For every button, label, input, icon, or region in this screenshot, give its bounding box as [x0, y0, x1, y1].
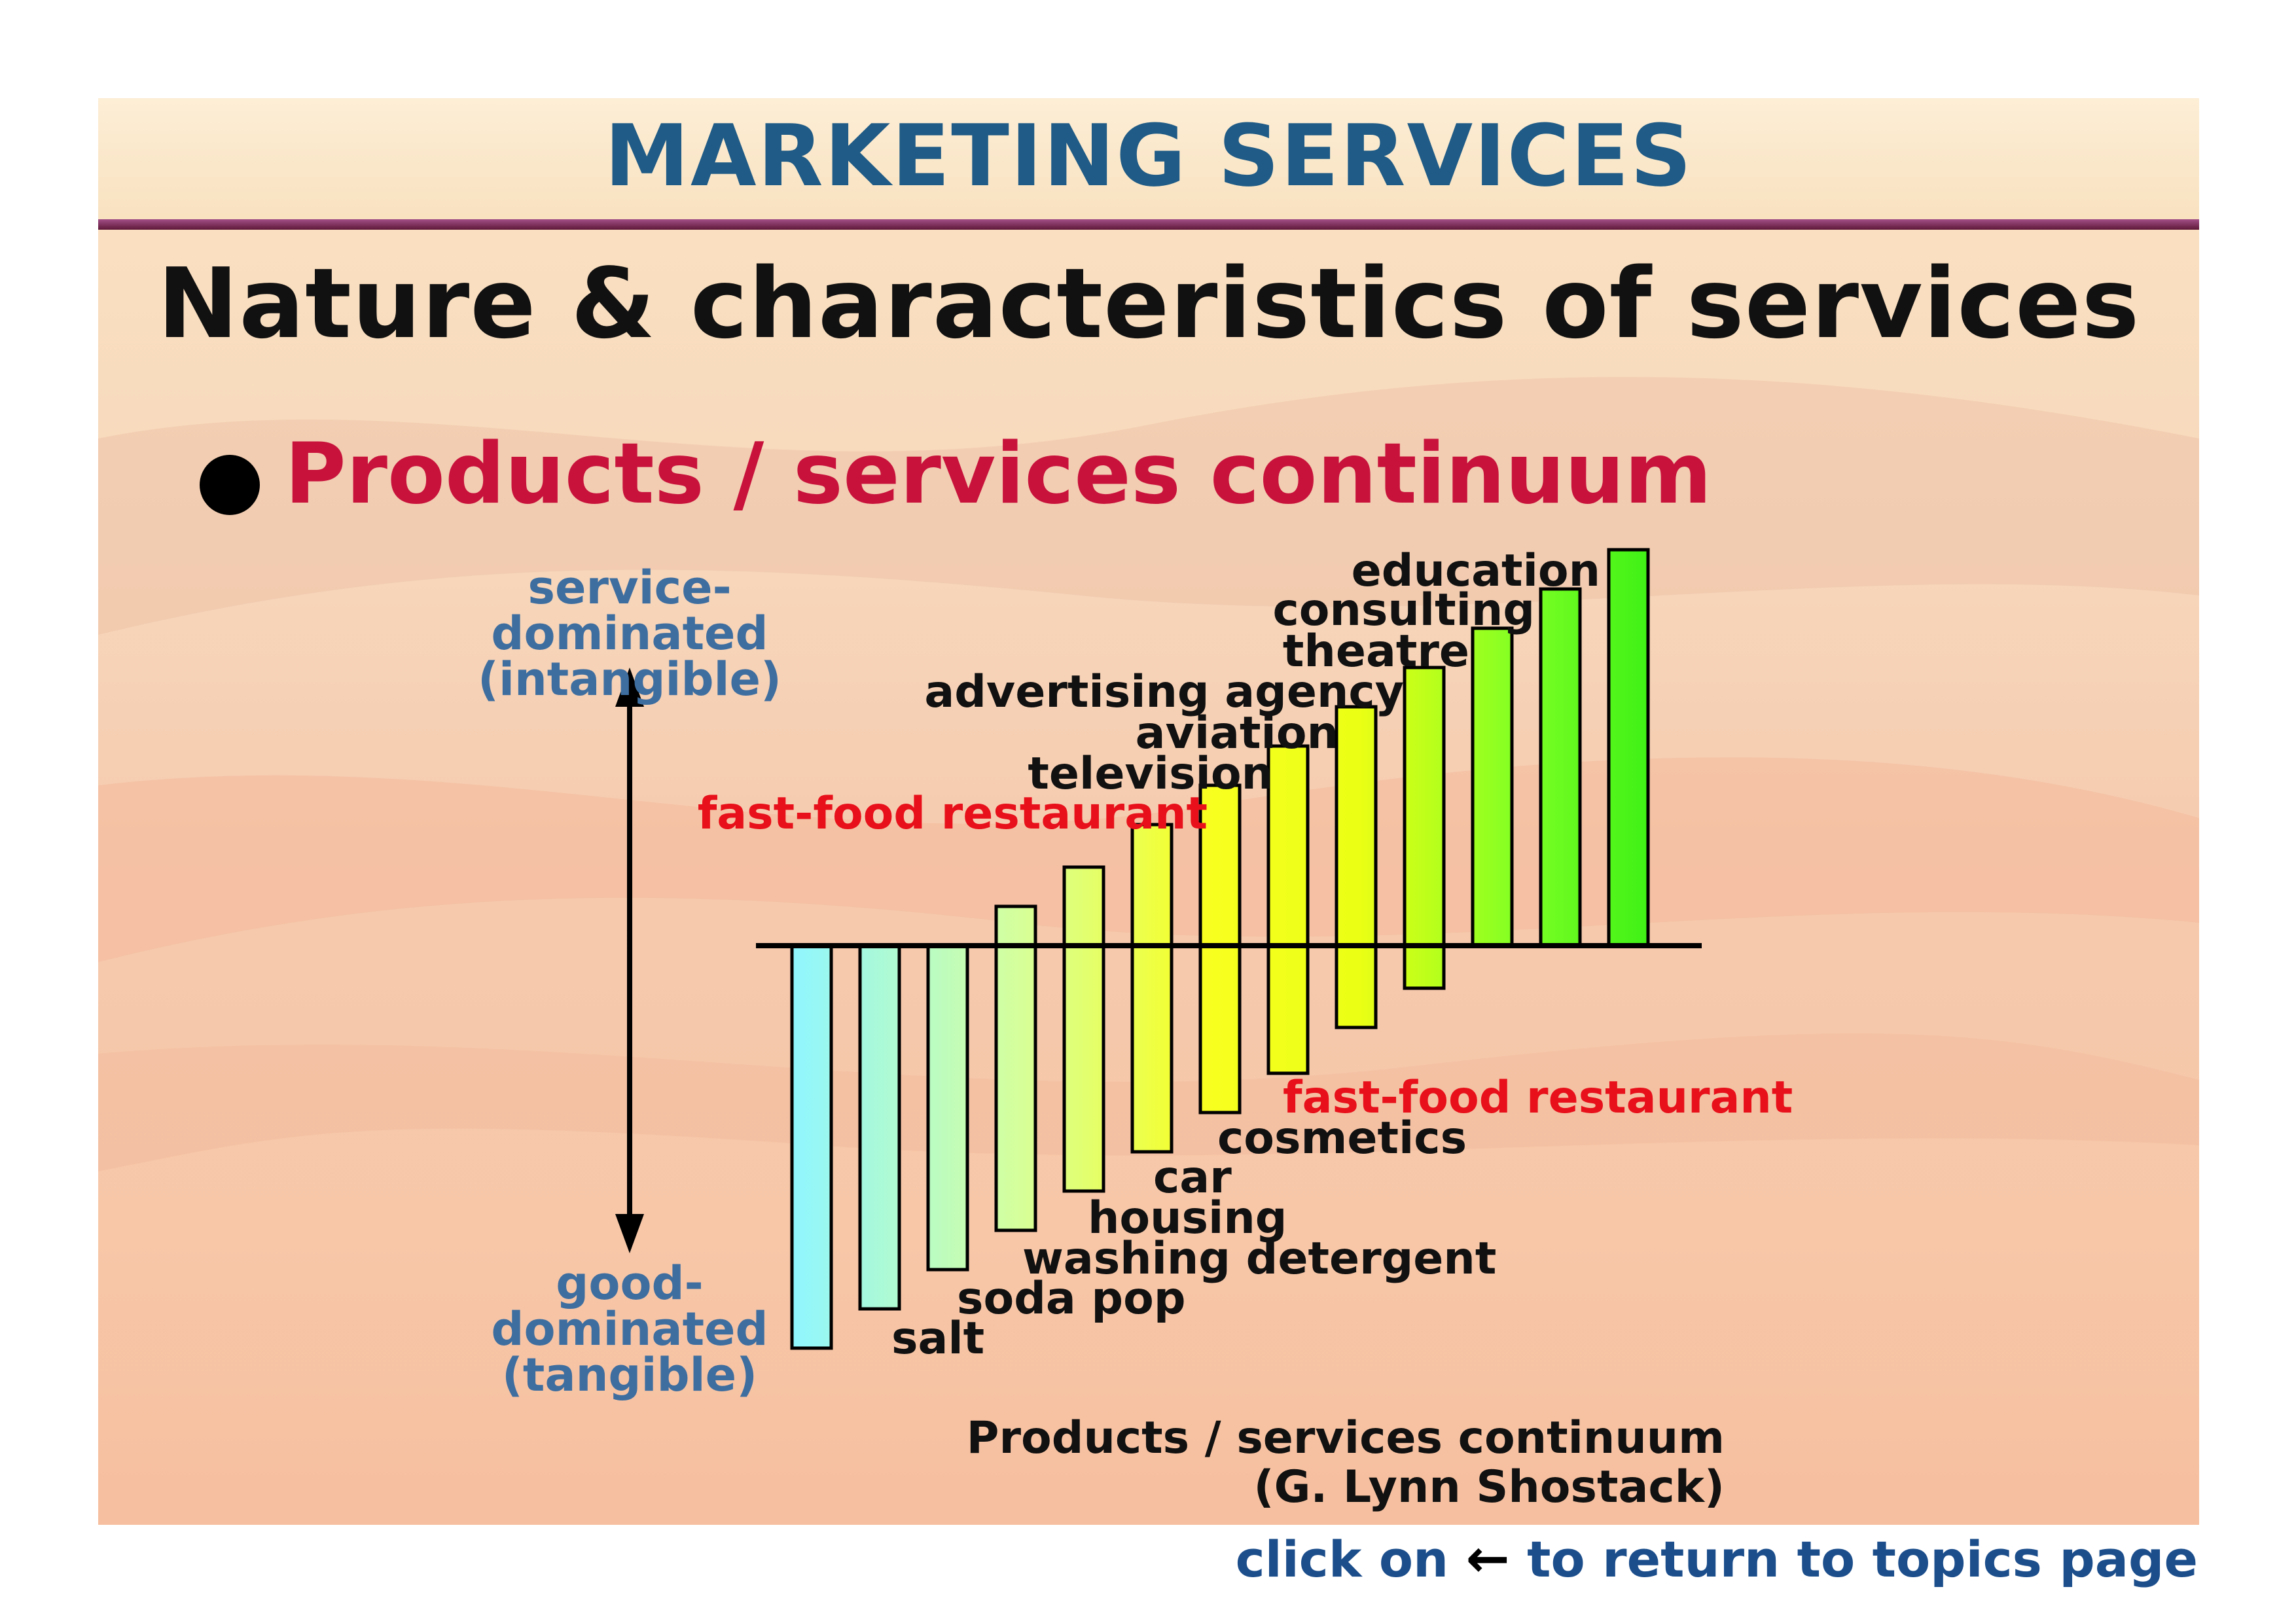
axis-top-label-1: service- [528, 561, 731, 615]
continuum-bar-8 [1266, 744, 1310, 1075]
footer-suffix: to return to topics page [1527, 1530, 2198, 1588]
continuum-bar-11 [1471, 626, 1514, 948]
label-fast-food-bottom: fast-food restaurant [1283, 1072, 1793, 1124]
label-education: education [1352, 545, 1600, 597]
label-salt: salt [891, 1313, 984, 1364]
label-car: car [1153, 1152, 1232, 1204]
continuum-bar-5 [1062, 865, 1105, 1193]
arrow-up-icon [615, 668, 644, 707]
header-rule [98, 219, 2199, 230]
continuum-bar-3 [926, 944, 969, 1272]
continuum-bars [790, 548, 1650, 1350]
label-consulting: consulting [1272, 584, 1535, 636]
back-arrow-icon[interactable]: ← [1465, 1528, 1510, 1589]
slide-subtitle: Nature & characteristics of services [157, 247, 2140, 360]
axis-bottom-label-1: good- [556, 1257, 703, 1310]
continuum-bar-12 [1539, 587, 1582, 948]
bullet-heading: Products / services continuum [285, 425, 1712, 523]
continuum-bar-10 [1403, 666, 1446, 990]
axis-bottom-label-2: dominated [491, 1302, 768, 1356]
continuum-bar-1 [790, 944, 833, 1350]
caption-line-2: (G. Lynn Shostack) [1253, 1461, 1725, 1513]
continuum-bar-4 [994, 904, 1037, 1232]
label-housing: housing [1088, 1192, 1287, 1244]
label-advertising-agency: advertising agency [924, 666, 1404, 718]
footer-prefix: click on [1235, 1530, 1449, 1588]
label-fast-food-top: fast-food restaurant [698, 788, 1208, 840]
bullet-dot [200, 455, 260, 515]
continuum-bar-6 [1130, 823, 1174, 1154]
axis-top-label-2: dominated [491, 607, 768, 660]
continuum-bar-2 [858, 944, 901, 1311]
label-soda-pop: soda pop [957, 1273, 1186, 1325]
label-television: television [1028, 748, 1273, 800]
caption-line-1: Products / services continuum [967, 1412, 1725, 1464]
axis-bottom-label-3: (tangible) [502, 1348, 757, 1402]
label-cosmetics: cosmetics [1217, 1113, 1467, 1164]
header-title: MARKETING SERVICES [604, 106, 1693, 205]
continuum-diagram: service- dominated (intangible) good- do… [478, 545, 1793, 1513]
return-to-topics-link[interactable]: click on ← to return to topics page [1236, 1528, 2198, 1589]
header-band [98, 98, 2199, 223]
label-theatre: theatre [1283, 626, 1469, 677]
label-washing-detergent: washing detergent [1022, 1233, 1496, 1285]
continuum-bar-9 [1335, 705, 1378, 1029]
continuum-bar-13 [1607, 548, 1650, 948]
slide-background [98, 376, 2199, 1171]
continuum-bar-7 [1198, 783, 1242, 1115]
slide: MARKETING SERVICES Nature & characterist… [98, 98, 2199, 1525]
axis-top-label-3: (intangible) [478, 652, 781, 706]
label-aviation: aviation [1136, 707, 1338, 759]
arrow-down-icon [615, 1214, 644, 1253]
